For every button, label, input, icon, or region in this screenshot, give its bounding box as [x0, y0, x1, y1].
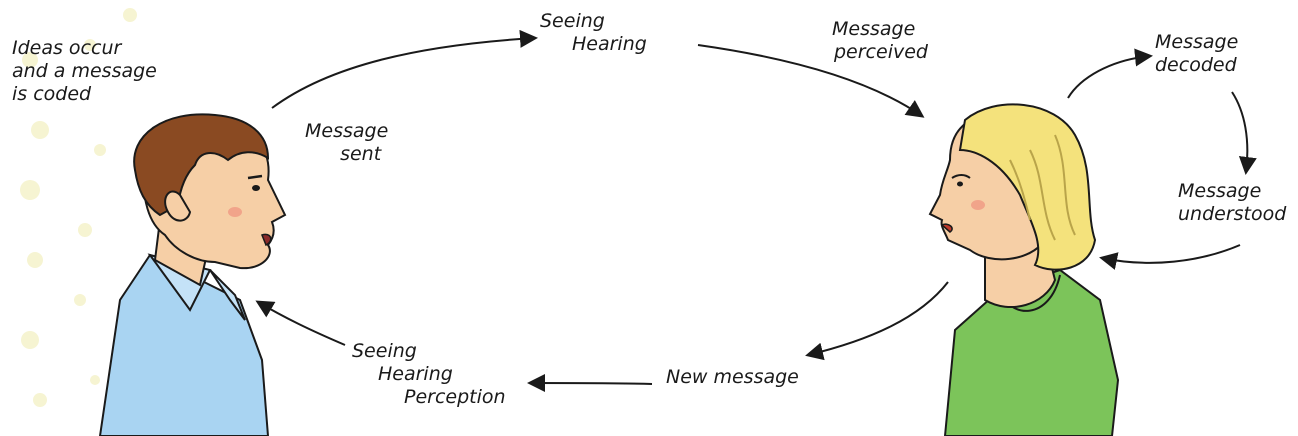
label-message-perceived: Message perceived	[832, 18, 928, 63]
label-message-decoded: Message decoded	[1155, 31, 1239, 76]
arrow-to-perception	[527, 374, 653, 393]
arrow-back-to-sender	[255, 300, 346, 346]
arrow-new-message	[805, 281, 949, 361]
label-message-sent: Message sent	[305, 120, 389, 165]
man-speaking-icon	[98, 113, 287, 436]
label-ideas-coded: Ideas occur and a message is coded	[12, 37, 157, 105]
arrow-to-decoded	[1067, 48, 1153, 99]
woman-listening-icon	[928, 103, 1120, 436]
arrow-to-understood	[1231, 91, 1257, 175]
arrow-understood-back	[1099, 244, 1241, 270]
label-new-message: New message	[666, 366, 799, 388]
arrow-message-sent	[271, 29, 538, 109]
label-top-channel: Seeing Hearing	[540, 10, 647, 55]
label-bottom-channel: Seeing Hearing Perception	[352, 340, 506, 408]
flow-arrows	[255, 29, 1257, 393]
label-message-understood: Message understood	[1178, 180, 1287, 225]
arrow-to-perceived	[697, 44, 925, 118]
background-dots	[20, 8, 137, 407]
